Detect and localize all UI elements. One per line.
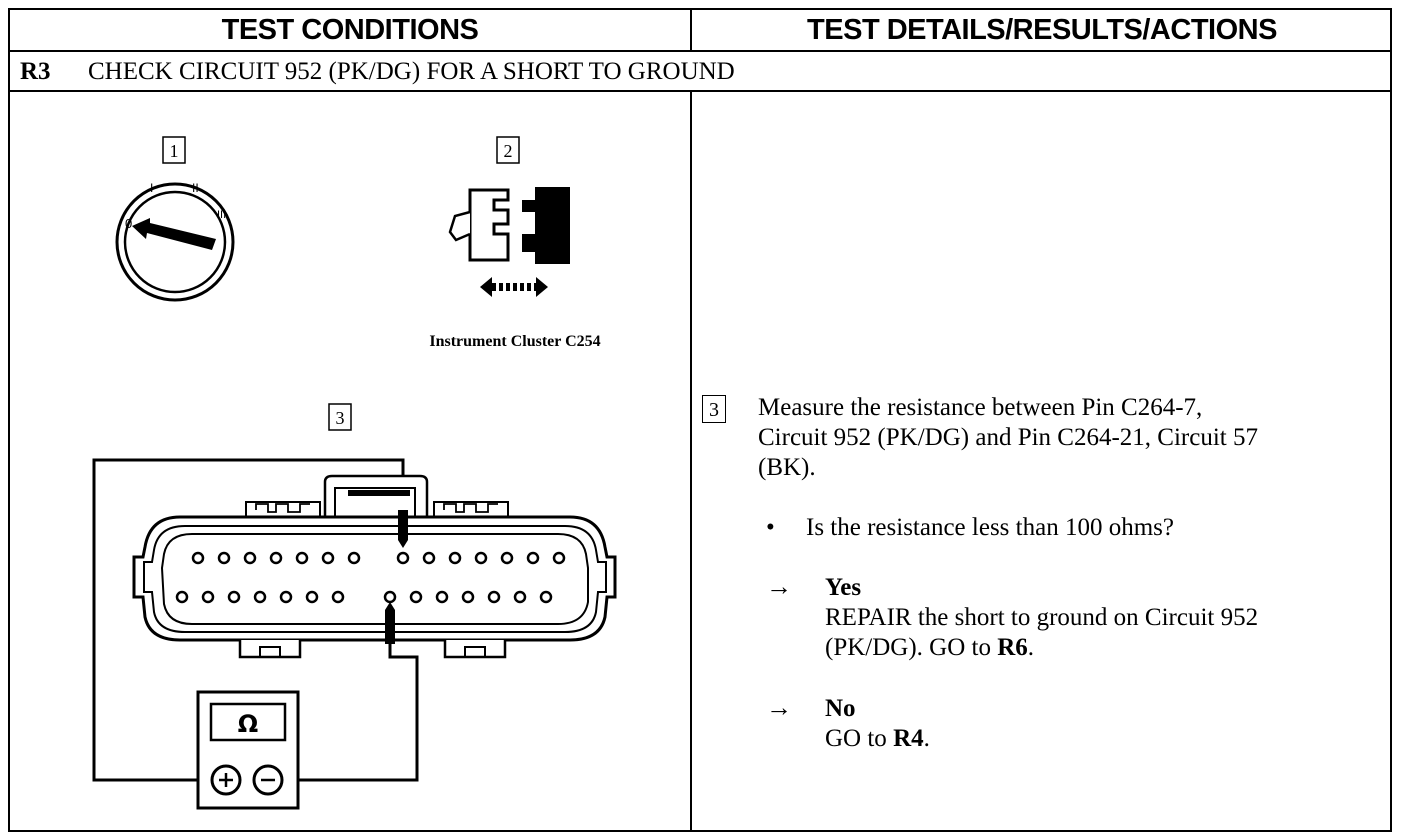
callout-2: 2	[496, 136, 520, 164]
step-badge: 3	[702, 395, 726, 423]
yes-goto: R6	[997, 634, 1028, 661]
yes-result: Yes REPAIR the short to ground on Circui…	[825, 573, 1258, 663]
connector-c264	[132, 474, 617, 659]
header-rule	[10, 50, 1390, 52]
header-divider	[690, 10, 692, 50]
svg-text:2: 2	[504, 141, 513, 161]
question-text: Is the resistance less than 100 ohms?	[806, 514, 1174, 541]
instruction-line-2: Circuit 952 (PK/DG) and Pin C264-21, Cir…	[758, 424, 1258, 451]
callout-3: 3	[328, 403, 352, 431]
header-test-details: TEST DETAILS/RESULTS/ACTIONS	[807, 13, 1277, 46]
arrow-right-icon: →	[766, 572, 792, 601]
yes-label: Yes	[825, 574, 862, 601]
yes-text-line-2: (PK/DG). GO to R6.	[825, 634, 1035, 661]
svg-text:1: 1	[170, 141, 179, 161]
header-test-conditions: TEST CONDITIONS	[221, 13, 479, 46]
instruction-line-1: Measure the resistance between Pin C264-…	[758, 394, 1203, 421]
no-text: GO to R4.	[825, 725, 930, 752]
test-conditions-diagram: 1 0 I II III 2	[10, 92, 690, 832]
svg-text:I: I	[150, 181, 153, 195]
no-result: No GO to R4.	[825, 694, 930, 754]
callout-1: 1	[162, 136, 186, 164]
svg-text:3: 3	[336, 408, 345, 428]
connector-label: Instrument Cluster C254	[429, 333, 600, 350]
yes-text-line-1: REPAIR the short to ground on Circuit 95…	[825, 604, 1259, 631]
bullet-question: •	[766, 514, 775, 542]
test-table: TEST CONDITIONS TEST DETAILS/RESULTS/ACT…	[8, 8, 1392, 832]
step-rule	[10, 90, 1390, 92]
step-title: CHECK CIRCUIT 952 (PK/DG) FOR A SHORT TO…	[88, 58, 735, 85]
column-divider	[690, 92, 692, 832]
instruction-line-3: (BK).	[758, 454, 816, 481]
instruction-text: Measure the resistance between Pin C264-…	[758, 393, 1258, 483]
step-badge-wrap: 3	[702, 394, 726, 424]
svg-text:III: III	[217, 209, 226, 221]
ohmmeter-icon: Ω	[196, 690, 300, 810]
connector-disconnect-icon	[448, 187, 570, 297]
no-goto: R4	[893, 725, 924, 752]
diagram-svg: 1 0 I II III 2	[92, 136, 617, 810]
svg-text:0: 0	[125, 216, 132, 231]
step-code: R3	[20, 58, 51, 85]
svg-text:Ω: Ω	[238, 710, 258, 738]
svg-text:II: II	[192, 181, 199, 195]
ignition-switch-icon: 0 I II III	[115, 181, 235, 302]
no-label: No	[825, 695, 856, 722]
arrow-right-icon: →	[766, 693, 792, 722]
bullet-icon: •	[766, 514, 775, 541]
step-row: R3 CHECK CIRCUIT 952 (PK/DG) FOR A SHORT…	[20, 58, 735, 86]
